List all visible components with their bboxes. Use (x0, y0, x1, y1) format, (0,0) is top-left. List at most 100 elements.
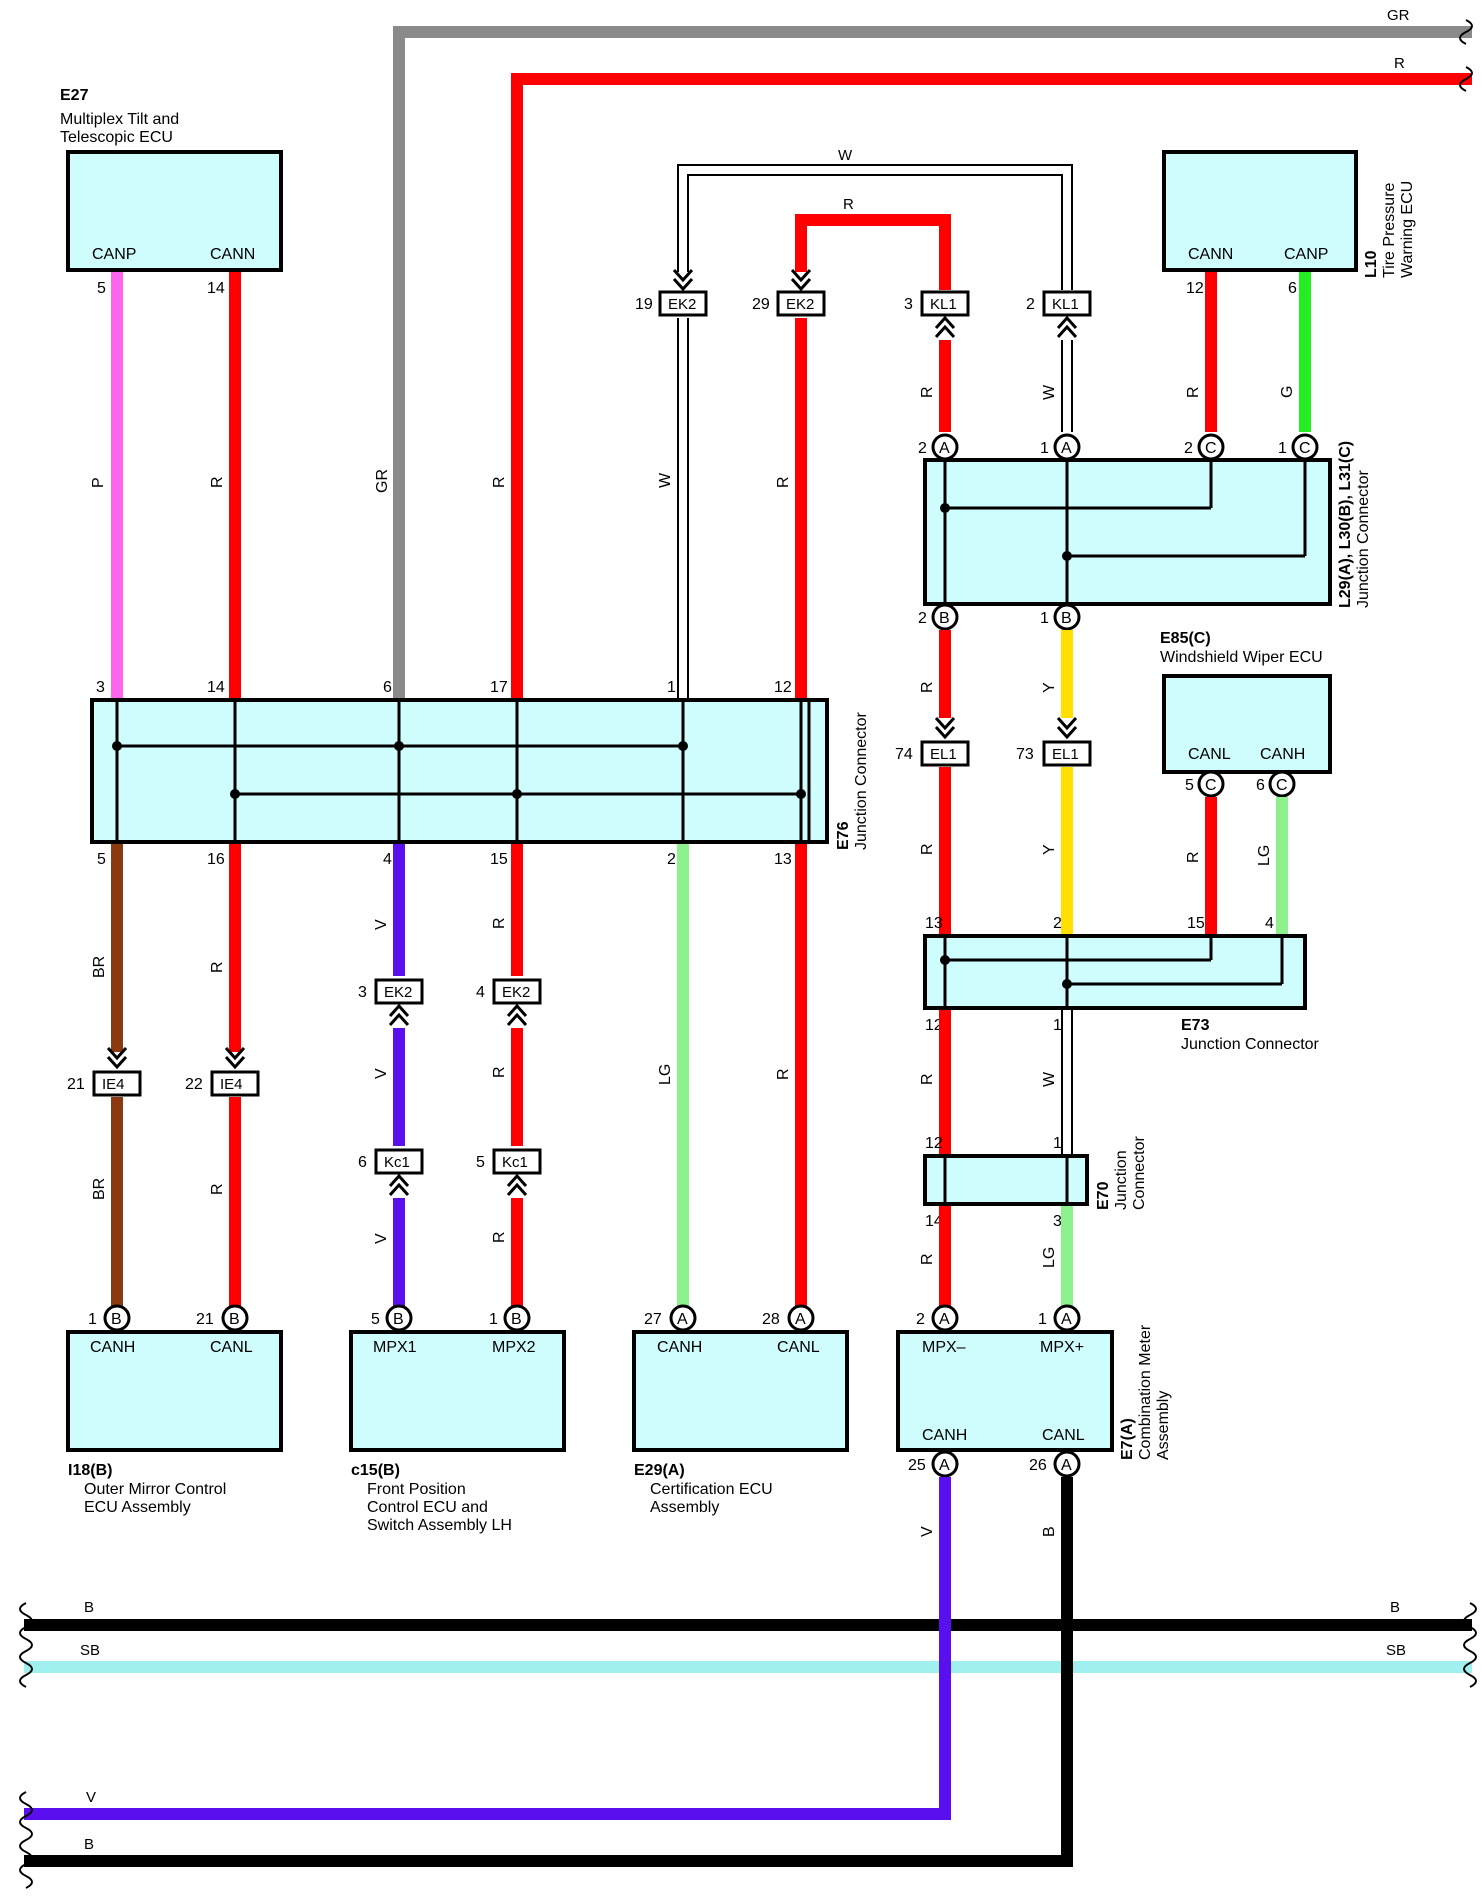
c15-component: B 5 B 1 MPX1 MPX2 c15(B) Front Position … (349, 1304, 566, 1534)
wl-v3: V (373, 1233, 390, 1244)
conn-ie4-22-pin: 22 (185, 1076, 203, 1093)
l29-c2-letter: C (1205, 440, 1217, 457)
e7-pin-1: 1 (1038, 1311, 1047, 1328)
e85-pin-6: 6 (1256, 777, 1265, 794)
l29-c1-letter: C (1299, 440, 1311, 457)
e76-name: Junction Connector (853, 711, 870, 850)
e7-mpxp-label: MPX+ (1040, 1339, 1084, 1356)
e7-1-letter: A (1061, 1311, 1072, 1328)
wl-e7-v: V (919, 1526, 936, 1537)
e73-pin-4: 4 (1265, 915, 1274, 932)
conn-el1-74: EL1 74 (895, 716, 970, 767)
conn-ek2-3-name: EK2 (384, 984, 412, 1001)
e7-pin-26: 26 (1029, 1457, 1047, 1474)
l10-canp-label: CANP (1284, 246, 1328, 263)
e73-pin-2: 2 (1053, 915, 1062, 932)
c15-1-letter: B (511, 1311, 522, 1328)
e73-pin-13: 13 (925, 915, 943, 932)
conn-ek2-4-pin: 4 (476, 984, 485, 1001)
e7-name-1: Combination Meter (1137, 1324, 1154, 1460)
e70-pin-3: 3 (1053, 1213, 1062, 1230)
e29-name-1: Certification ECU (650, 1481, 773, 1498)
e29-28-letter: A (795, 1311, 806, 1328)
l29-code: L29(A), L30(B), L31(C) (1337, 441, 1354, 608)
w-loop: W (677, 147, 1073, 290)
e7-pin-2: 2 (916, 1311, 925, 1328)
c15-name-1: Front Position (367, 1481, 466, 1498)
wl-r-mid: R (491, 476, 508, 488)
conn-ek2-4-name: EK2 (502, 984, 530, 1001)
i18-canh-label: CANH (90, 1339, 135, 1356)
e29-code: E29(A) (634, 1462, 685, 1479)
l29-b1-pin: 1 (1040, 610, 1049, 627)
e27-pin-14: 14 (207, 280, 225, 297)
wl-e70-lg: LG (1041, 1247, 1058, 1268)
l10-cann-label: CANN (1188, 246, 1233, 263)
e85-canl-label: CANL (1188, 746, 1231, 763)
e27-code: E27 (60, 87, 89, 104)
conn-kl1-2-pin: 2 (1026, 296, 1035, 313)
l29-c1-pin: 1 (1278, 440, 1287, 457)
conn-kc1-6-pin: 6 (358, 1154, 367, 1171)
wl-v1: V (373, 919, 390, 930)
c15-pin-5: 5 (371, 1311, 380, 1328)
e73-pin-15: 15 (1187, 915, 1205, 932)
e29-pin-28: 28 (762, 1311, 780, 1328)
e76-pin-17: 17 (490, 679, 508, 696)
wire-e7-v (24, 1477, 951, 1820)
l29-b1-letter: B (1061, 610, 1072, 627)
e27-name-2: Telescopic ECU (60, 129, 173, 146)
conn-kl1-2: KL1 2 (1026, 290, 1092, 339)
l10-code: L10 (1363, 250, 1380, 278)
e76-pin-1: 1 (667, 679, 676, 696)
wl-e85-r: R (1185, 851, 1202, 863)
e73-junction: E73 Junction Connector 13 2 15 4 12 1 (923, 915, 1320, 1053)
wl-kl1-r: R (919, 386, 936, 398)
bus-label-sb-right: SB (1386, 1642, 1406, 1659)
e85-code: E85(C) (1160, 630, 1211, 647)
l29-name: Junction Connector (1355, 469, 1372, 608)
wl-b1-y: Y (1041, 682, 1058, 693)
conn-ek2-19-pin: 19 (635, 296, 653, 313)
conn-kc1-6: Kc1 6 (358, 1148, 424, 1197)
conn-ek2-29-name: EK2 (786, 296, 814, 313)
e76-pin-5: 5 (97, 851, 106, 868)
e85-component: E85(C) Windshield Wiper ECU CANL CANH C … (1160, 630, 1332, 798)
e85-name: Windshield Wiper ECU (1160, 649, 1323, 666)
conn-el1-73-pin: 73 (1016, 746, 1034, 763)
l29-junction: L29(A), L30(B), L31(C) Junction Connecto… (923, 441, 1372, 608)
conn-kc1-5-pin: 5 (476, 1154, 485, 1171)
wl-l10-g: G (1279, 386, 1296, 398)
e70-junction: E70 Junction Connector 12 1 14 3 (923, 1135, 1148, 1230)
e70-pin-1: 1 (1053, 1135, 1062, 1152)
e7-canh-label: CANH (922, 1427, 967, 1444)
e29-canh-label: CANH (657, 1339, 702, 1356)
conn-ie4-21-name: IE4 (102, 1076, 125, 1093)
e7-canl-label: CANL (1042, 1427, 1085, 1444)
conn-ie4-22: IE4 22 (185, 1046, 260, 1097)
conn-ie4-21: IE4 21 (67, 1046, 142, 1097)
e7-code: E7(A) (1119, 1418, 1136, 1460)
e76-pin-13: 13 (774, 851, 792, 868)
e70-pin-14: 14 (925, 1213, 943, 1230)
e85-canh-label: CANH (1260, 746, 1305, 763)
conn-ie4-22-name: IE4 (220, 1076, 243, 1093)
bus-label-sb-left: SB (80, 1642, 100, 1659)
conn-ek2-19-name: EK2 (668, 296, 696, 313)
l29-a2-letter: A (939, 440, 950, 457)
bus-break-gr (1459, 19, 1473, 45)
bus-label-b-right: B (1390, 1599, 1400, 1616)
conn-ek2-3: EK2 3 (358, 978, 424, 1027)
e27-pin-5: 5 (97, 280, 106, 297)
bus-break-r (1459, 66, 1473, 92)
e7-pin-25: 25 (908, 1457, 926, 1474)
e29-canl-label: CANL (777, 1339, 820, 1356)
e7-26-letter: A (1061, 1457, 1072, 1474)
wl-r1: R (209, 961, 226, 973)
wl-kl1-w: W (1041, 384, 1058, 400)
e27-canp-label: CANP (92, 246, 136, 263)
l29-b2-letter: B (939, 610, 950, 627)
wl-e73-w: W (1041, 1071, 1058, 1087)
